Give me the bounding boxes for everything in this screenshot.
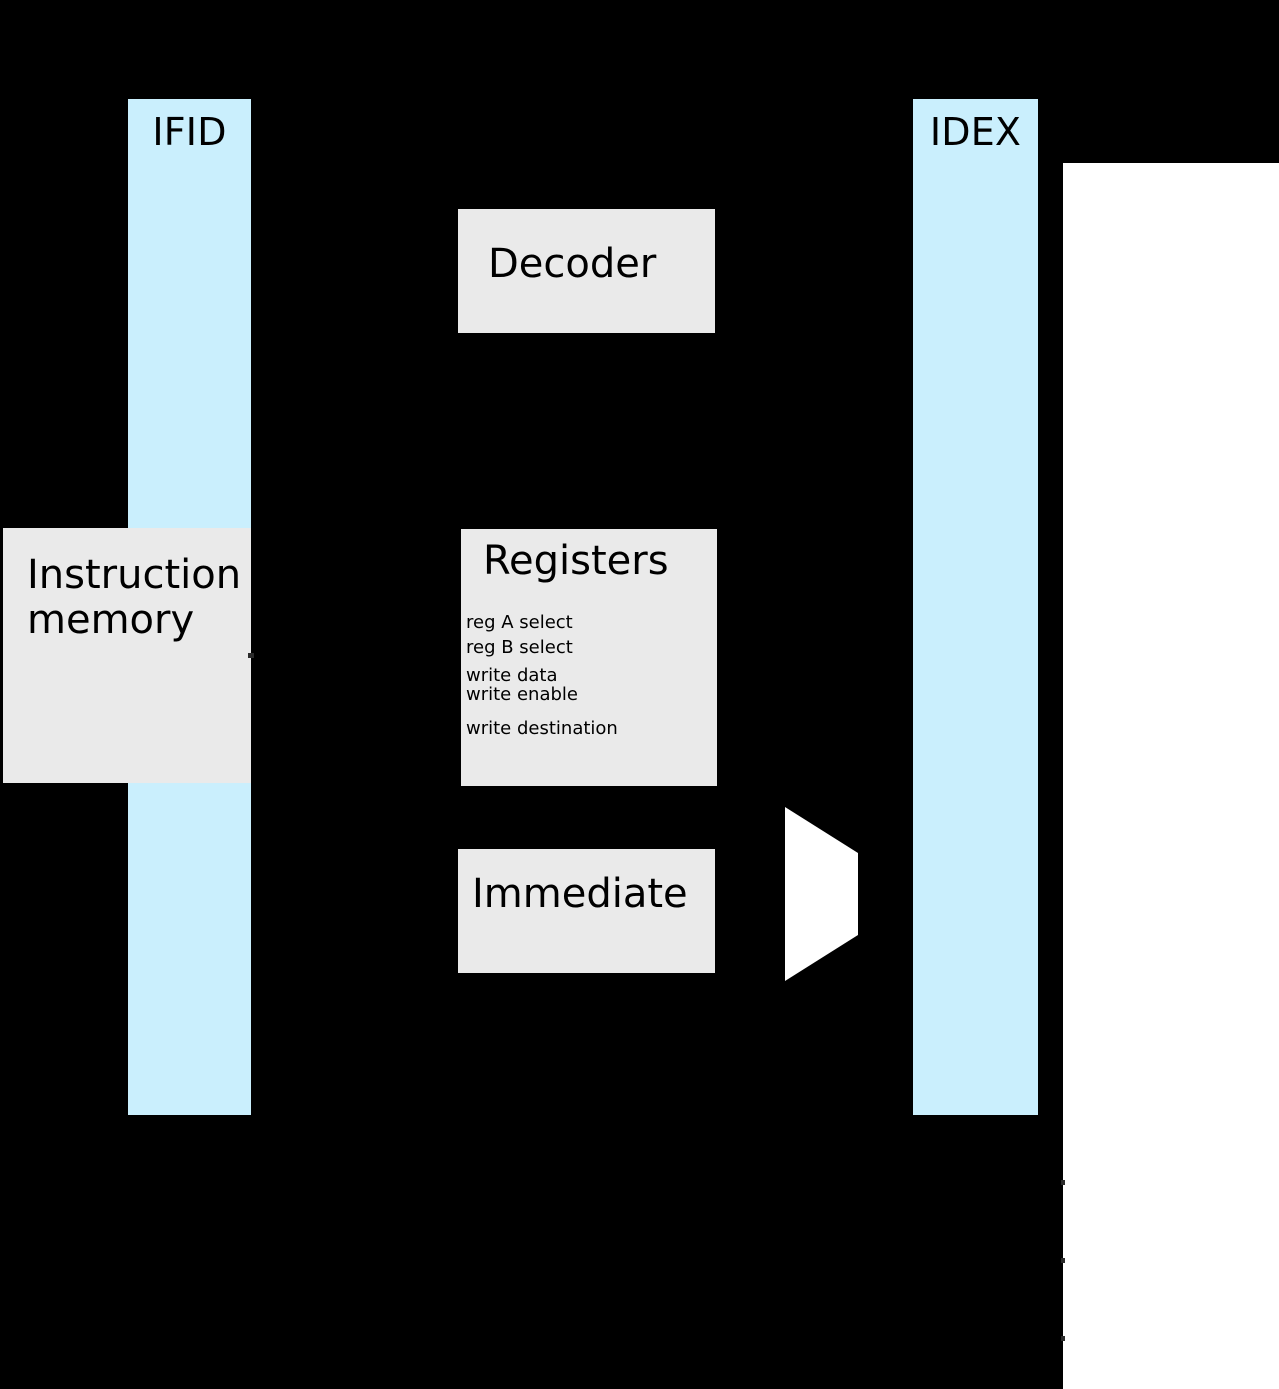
pipeline-register-ifid-label: IFID — [152, 110, 227, 154]
instruction-memory-port-stub — [248, 653, 254, 658]
right-white-pane — [1063, 163, 1279, 1389]
unit-decoder-label: Decoder — [488, 241, 657, 287]
multiplexer-icon[interactable] — [784, 806, 860, 982]
registers-port-reg-b-select: reg B select — [466, 637, 573, 658]
pane-tick-stub-1 — [1061, 1180, 1065, 1185]
registers-port-write-destination: write destination — [466, 718, 618, 739]
registers-port-reg-a-select: reg A select — [466, 612, 573, 633]
unit-registers[interactable]: Registers reg A select reg B select writ… — [461, 529, 717, 786]
unit-instruction-memory-label: Instruction memory — [27, 552, 242, 643]
pane-tick-stub-3 — [1061, 1336, 1065, 1341]
unit-instruction-memory[interactable]: Instruction memory — [3, 528, 254, 783]
pipeline-register-idex-label: IDEX — [929, 110, 1022, 154]
unit-registers-label: Registers — [483, 538, 669, 584]
pane-tick-stub-2 — [1061, 1258, 1065, 1263]
registers-port-write-enable: write enable — [466, 684, 578, 705]
pipeline-register-idex[interactable]: IDEX — [913, 99, 1038, 1115]
unit-immediate-label: Immediate — [472, 871, 688, 917]
registers-port-write-data: write data — [466, 665, 558, 686]
unit-decoder[interactable]: Decoder — [458, 209, 715, 333]
unit-immediate[interactable]: Immediate — [458, 849, 715, 973]
